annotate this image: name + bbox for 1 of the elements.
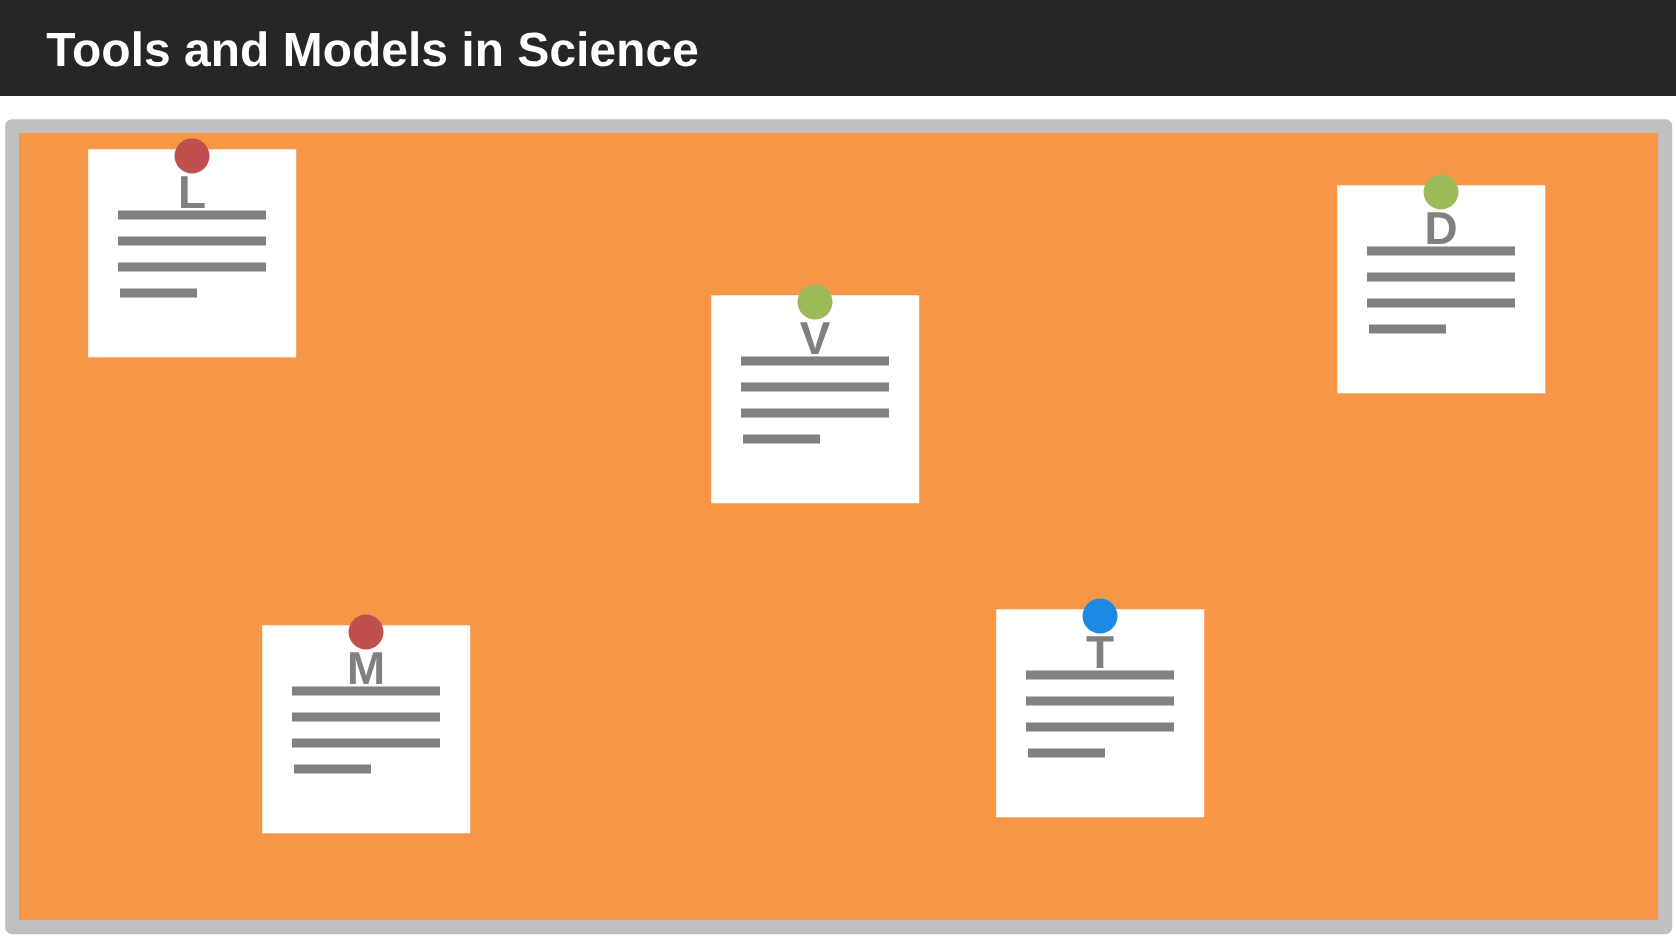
title-bar: Tools and Models in Science [0, 0, 1676, 96]
